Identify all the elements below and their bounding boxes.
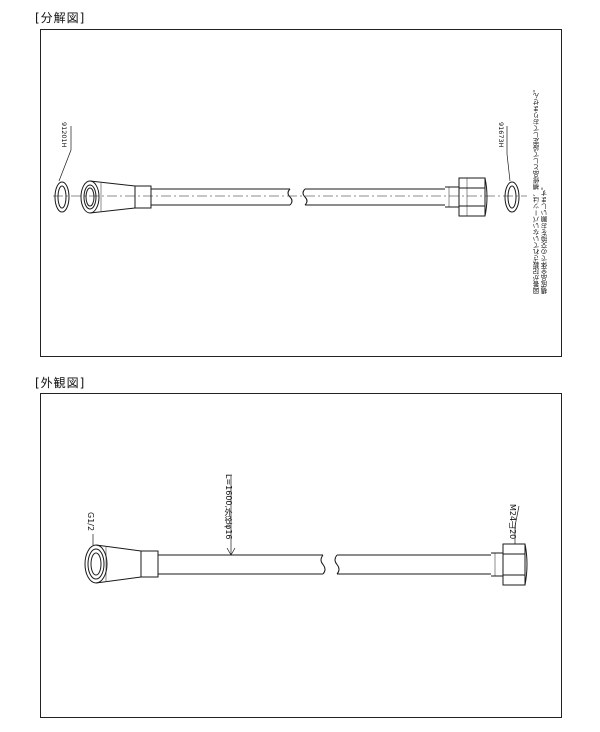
hose-right	[334, 554, 491, 575]
exploded-view-frame: 91201H 91673H 図番が記載されていないパーツは、補修品として設定して…	[40, 29, 562, 357]
right-fitting	[445, 177, 488, 217]
appearance-view-title: [外観図]	[35, 376, 86, 390]
outlet-thread-label: M24山20	[508, 504, 517, 540]
note-line-2: 構成品全体での交換をお願いします。	[541, 183, 549, 295]
left-fitting	[80, 180, 152, 214]
hose-spec-label: L=1600,外径φ16	[224, 474, 233, 540]
exploded-view-title: [分解図]	[35, 11, 86, 25]
inlet-thread-label: G1/2	[86, 512, 95, 532]
left-ring-part-code: 91201H	[60, 122, 68, 148]
outlet-leader	[514, 505, 520, 544]
right-o-ring	[504, 181, 520, 213]
outlet-fitting	[491, 543, 528, 586]
appearance-view-frame: G1/2 L=1600,外径φ16 M24山20	[40, 393, 562, 718]
right-hose-segment	[302, 188, 445, 206]
right-ring-part-code: 91673H	[497, 122, 505, 148]
left-ring-leader	[58, 126, 72, 182]
right-ring-leader	[506, 126, 511, 182]
exploded-view-drawing	[53, 126, 527, 217]
note-line-1: 図番が記載されていないパーツは、補修品として設定しておりません。	[533, 86, 541, 294]
hose-left	[158, 554, 326, 575]
left-hose-segment	[151, 188, 293, 206]
inlet-fitting	[84, 544, 159, 584]
repair-parts-note: 図番が記載されていないパーツは、補修品として設定しておりません。 構成品全体での…	[533, 86, 549, 294]
appearance-view-drawing	[84, 476, 528, 586]
left-o-ring	[54, 181, 70, 213]
